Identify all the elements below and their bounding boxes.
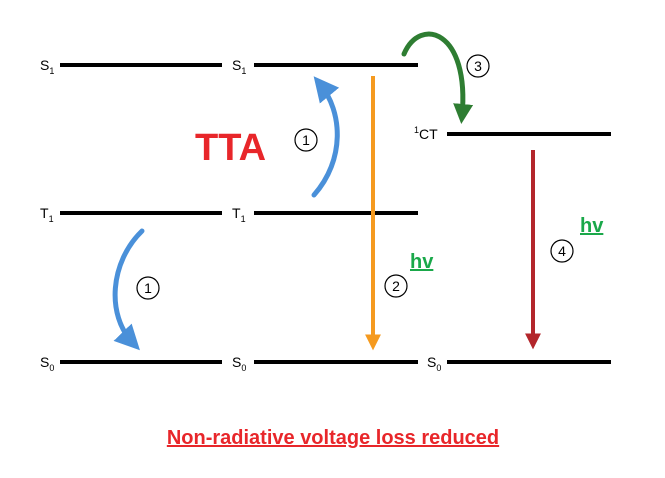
middle-s1-label: S1: [232, 57, 246, 76]
charge-transfer-arrow: [401, 31, 474, 124]
left-t1-label: T1: [40, 205, 54, 224]
caption: Non-radiative voltage loss reduced: [167, 427, 499, 449]
svg-text:4: 4: [558, 243, 566, 259]
hv-label-middle: hv: [410, 251, 434, 273]
step-marker-left-down: 1: [136, 276, 160, 300]
step-marker-middle-down: 2: [384, 274, 408, 298]
left-s0-label: S0: [40, 354, 54, 373]
middle-s0-label: S0: [232, 354, 246, 373]
right-ct-label: 1CT: [414, 125, 438, 142]
right-s0-label: S0: [427, 354, 441, 373]
tta-label: TTA: [195, 127, 266, 169]
left-s1-label: S1: [40, 57, 54, 76]
tta-upward-curve-arrow: [311, 76, 340, 198]
middle-t1-label: T1: [232, 205, 246, 224]
svg-text:2: 2: [392, 278, 400, 294]
svg-text:1: 1: [302, 132, 310, 148]
step-marker-right-down: 4: [550, 239, 574, 263]
hv-label-right: hv: [580, 215, 604, 237]
step-marker-middle-up: 1: [294, 128, 318, 152]
left-downward-curve-arrow: [112, 228, 145, 351]
svg-text:1: 1: [144, 280, 152, 296]
svg-text:3: 3: [474, 58, 482, 74]
step-marker-transfer: 3: [466, 54, 490, 78]
